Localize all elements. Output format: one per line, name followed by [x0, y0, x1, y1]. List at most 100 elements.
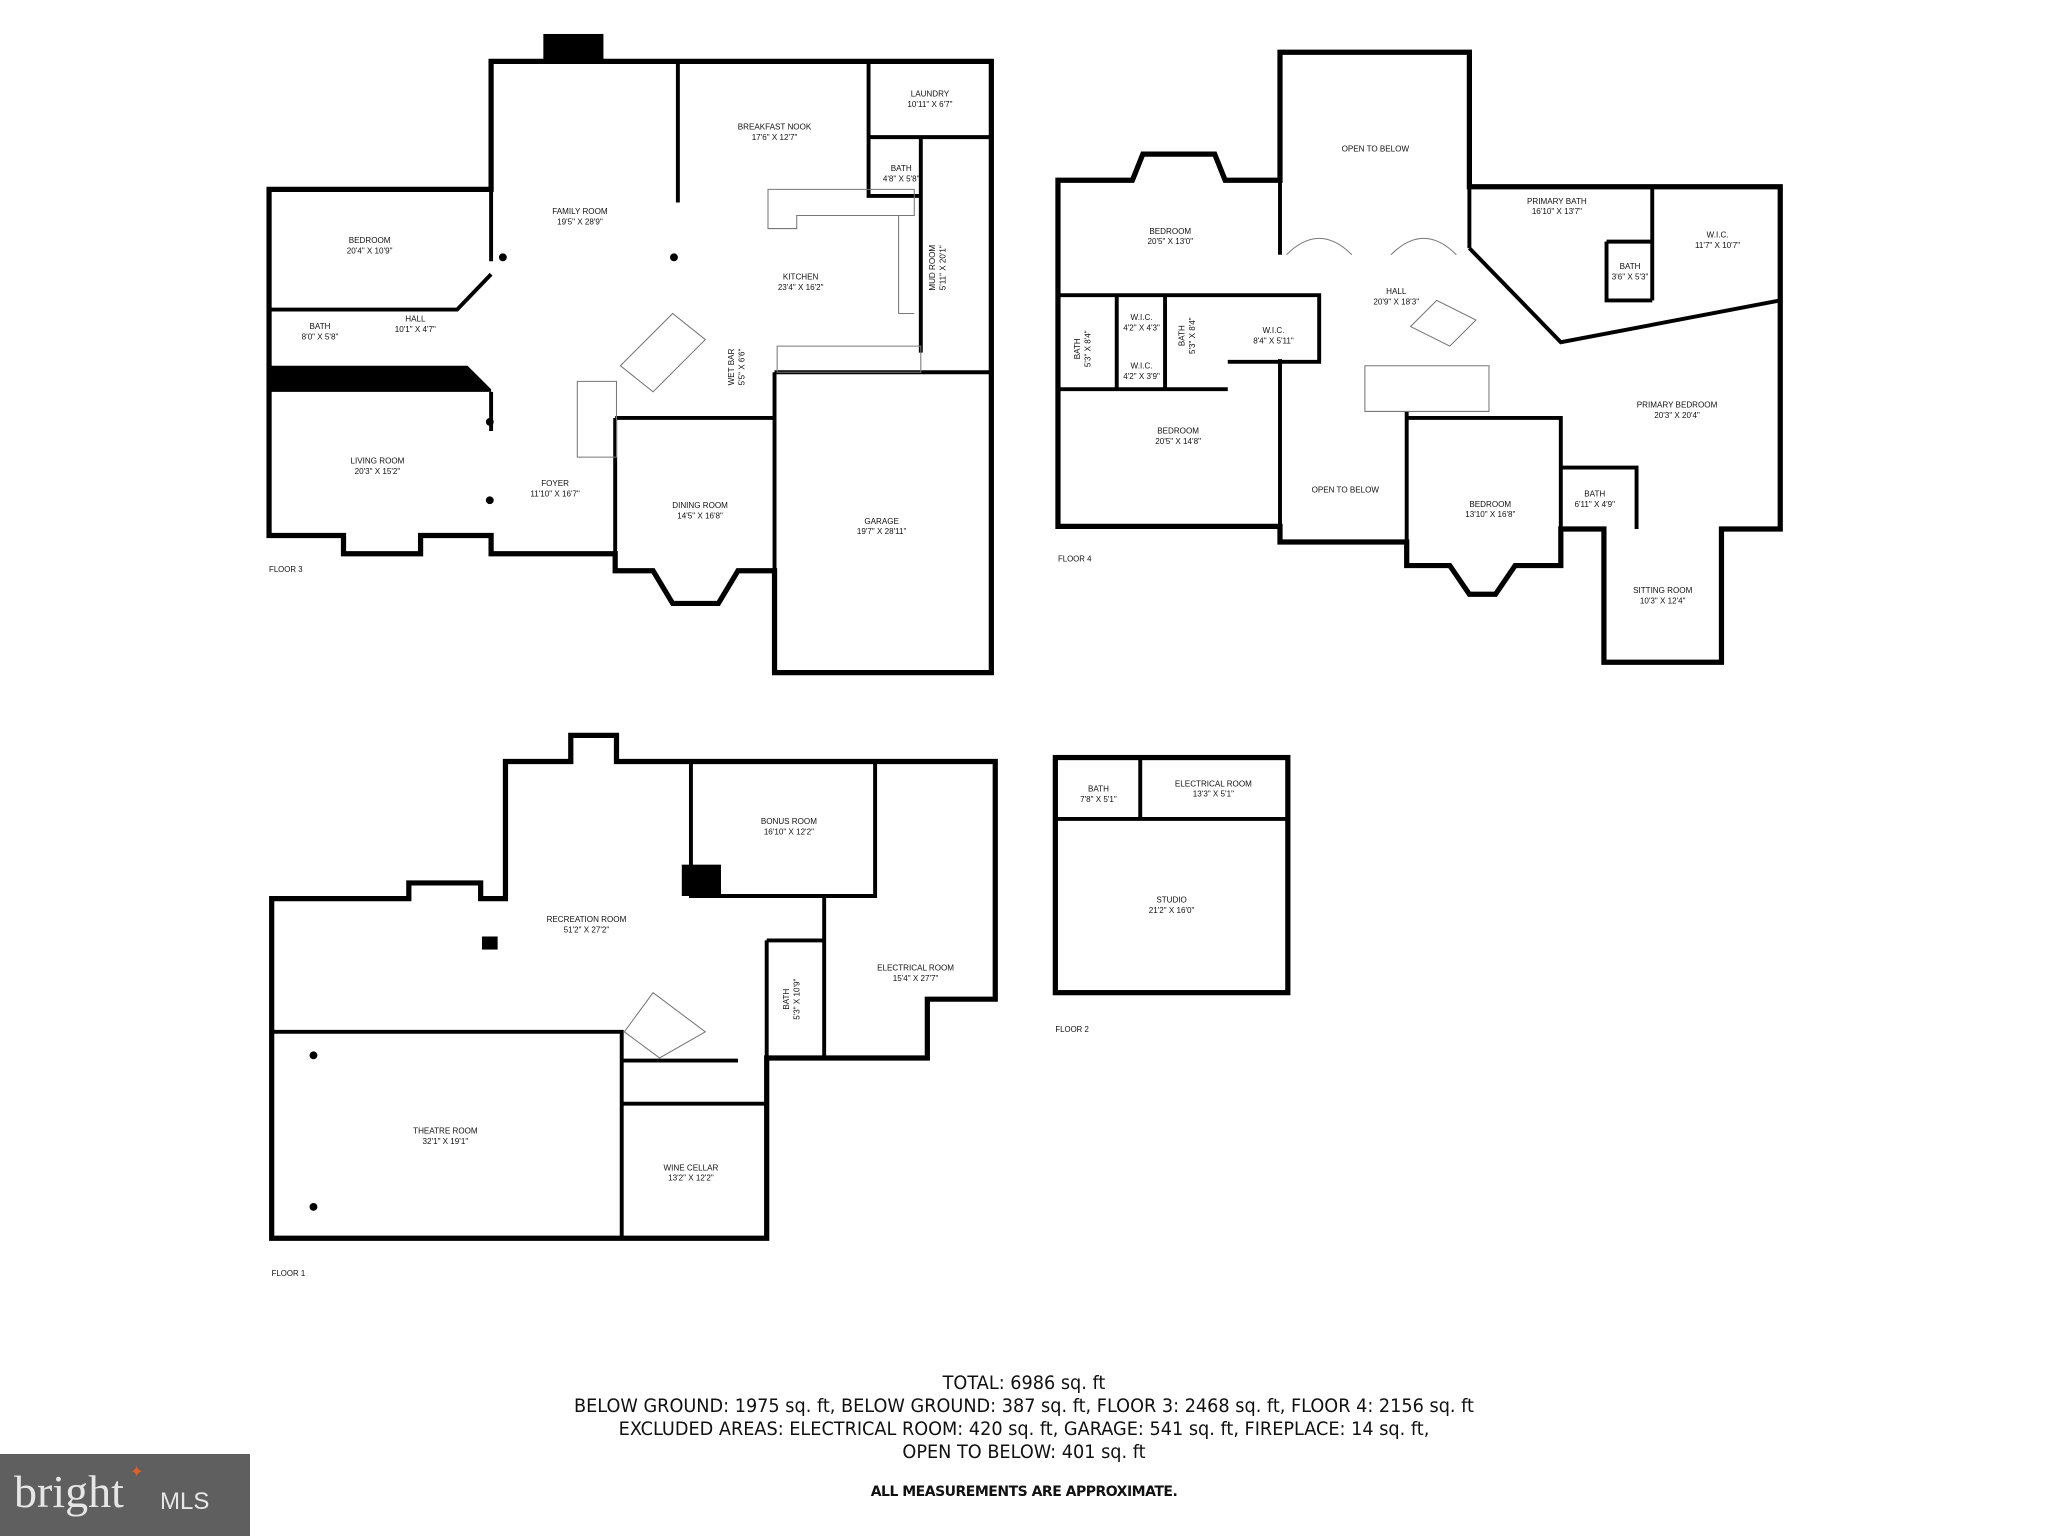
room-name: BEDROOM — [1469, 500, 1511, 509]
room-name: BONUS ROOM — [761, 817, 817, 826]
floor-3-plan: FLOOR 3 BREAKFAST NOOK 17'6" X 12'7" LAU… — [266, 33, 994, 676]
room-name: W.I.C. — [1707, 231, 1729, 240]
room-dims: 8'4" X 5'11" — [1253, 337, 1294, 346]
room-dims: 5'3" X 10'9" — [792, 978, 801, 1019]
room-name: ELECTRICAL ROOM — [877, 963, 954, 972]
room-dims: 13'3" X 5'1" — [1193, 790, 1234, 799]
room-dims: 17'6" X 12'7" — [752, 133, 798, 142]
room-dims: 7'8" X 5'1" — [1080, 795, 1117, 804]
room-name: BATH — [1178, 325, 1187, 346]
room-name: W.I.C. — [1131, 313, 1153, 322]
room-dims: 15'4" X 27'7" — [893, 974, 939, 983]
room-dims: 11'7" X 10'7" — [1695, 241, 1740, 250]
floor-label: FLOOR 4 — [1058, 555, 1092, 564]
bright-mls-logo: bright ✦ MLS — [0, 1454, 250, 1536]
room-name: BEDROOM — [1149, 227, 1191, 236]
room-name: OPEN TO BELOW — [1342, 145, 1410, 154]
room-dims: 10'1" X 4'7" — [395, 325, 436, 334]
room-name: STUDIO — [1156, 896, 1187, 905]
area-summary: TOTAL: 6986 sq. ft BELOW GROUND: 1975 sq… — [0, 1372, 2048, 1464]
room-name: WET BAR — [727, 349, 736, 386]
room-dims: 14'5" X 16'8" — [677, 512, 723, 521]
room-dims: 4'8" X 5'8" — [883, 175, 920, 184]
room-dims: 10'3" X 12'4" — [1640, 596, 1686, 605]
room-name: PRIMARY BEDROOM — [1637, 401, 1718, 410]
room-name: LIVING ROOM — [351, 457, 405, 466]
room-dims: 4'2" X 4'3" — [1123, 323, 1160, 332]
room-dims: 3'6" X 5'3" — [1612, 273, 1649, 282]
fireplace-icon — [543, 33, 604, 62]
floor-4-plan: FLOOR 4 OPEN TO BELOW BEDROOM 20'5" X 13… — [1055, 49, 1783, 665]
room-name: RECREATION ROOM — [547, 915, 627, 924]
room-dims: 4'2" X 3'9" — [1123, 372, 1160, 381]
room-name: BEDROOM — [1157, 427, 1199, 436]
room-dims: 5'11" X 20'1" — [939, 245, 948, 290]
room-dims: 20'4" X 10'9" — [347, 246, 393, 255]
room-name: KITCHEN — [783, 273, 819, 282]
room-name: BATH — [1088, 785, 1109, 794]
room-dims: 51'2" X 27'2" — [564, 926, 610, 935]
floor-2-plan: FLOOR 2 BATH 7'8" X 5'1" ELECTRICAL ROOM… — [1052, 754, 1291, 1034]
room-dims: 16'10" X 13'7" — [1532, 207, 1582, 216]
floor-label: FLOOR 3 — [269, 565, 303, 574]
room-labels-floor-3: BREAKFAST NOOK 17'6" X 12'7" LAUNDRY 10'… — [302, 90, 953, 537]
room-labels-floor-4: OPEN TO BELOW BEDROOM 20'5" X 13'0" PRIM… — [1073, 145, 1740, 606]
room-dims: 13'2" X 12'2" — [668, 1174, 714, 1183]
room-name: HALL — [405, 314, 426, 323]
room-name: BEDROOM — [349, 236, 391, 245]
room-dims: 19'5" X 28'9" — [557, 218, 603, 227]
room-dims: 19'7" X 28'11" — [857, 527, 907, 536]
logo-text: bright — [14, 1466, 124, 1517]
room-labels-floor-2: BATH 7'8" X 5'1" ELECTRICAL ROOM 13'3" X… — [1080, 779, 1252, 915]
room-name: GARAGE — [864, 517, 899, 526]
room-name: MUD ROOM — [928, 245, 937, 291]
room-name: W.I.C. — [1262, 326, 1284, 335]
room-name: HALL — [1386, 287, 1407, 296]
excluded-areas: EXCLUDED AREAS: ELECTRICAL ROOM: 420 sq.… — [618, 1418, 1430, 1440]
room-dims: 8'0" X 5'8" — [302, 333, 339, 342]
disclaimer: ALL MEASUREMENTS ARE APPROXIMATE. — [870, 1484, 1178, 1500]
room-name: LAUNDRY — [911, 90, 950, 99]
room-name: BATH — [782, 989, 791, 1010]
room-name: FOYER — [541, 479, 569, 488]
room-dims: 16'10" X 12'2" — [764, 828, 814, 837]
floor-label: FLOOR 2 — [1055, 1025, 1089, 1034]
mechanical-block — [681, 864, 721, 896]
room-dims: 20'5" X 14'8" — [1155, 437, 1201, 446]
room-dims: 5'3" X 8'4" — [1084, 330, 1093, 367]
room-name: BATH — [310, 322, 331, 331]
room-name: SITTING ROOM — [1633, 586, 1693, 595]
room-name: BATH — [891, 164, 912, 173]
floor-areas: BELOW GROUND: 1975 sq. ft, BELOW GROUND:… — [573, 1395, 1474, 1417]
room-dims: 20'3" X 15'2" — [355, 467, 401, 476]
room-name: PRIMARY BATH — [1527, 197, 1587, 206]
room-dims: 23'4" X 16'2" — [778, 283, 824, 292]
room-dims: 5'3" X 8'4" — [1188, 317, 1197, 354]
room-dims: 6'11" X 4'9" — [1574, 500, 1615, 509]
room-dims: 10'11" X 6'7" — [907, 100, 952, 109]
room-name: W.I.C. — [1131, 361, 1153, 370]
room-name: BREAKFAST NOOK — [738, 122, 812, 131]
room-dims: 20'5" X 13'0" — [1147, 237, 1193, 246]
room-name: BATH — [1620, 262, 1641, 271]
room-dims: 20'9" X 18'3" — [1373, 297, 1419, 306]
floor-1-plan: FLOOR 1 BONUS ROOM 16'10" X 12'2" RECREA… — [269, 732, 998, 1278]
room-labels-floor-1: BONUS ROOM 16'10" X 12'2" RECREATION ROO… — [413, 817, 954, 1183]
total-area: TOTAL: 6986 sq. ft — [942, 1372, 1106, 1394]
room-name: FAMILY ROOM — [552, 207, 608, 216]
open-to-below-area: OPEN TO BELOW: 401 sq. ft — [902, 1441, 1146, 1463]
floor-label: FLOOR 1 — [272, 1269, 306, 1278]
room-name: THEATRE ROOM — [413, 1127, 478, 1136]
column-block — [481, 936, 498, 950]
room-dims: 21'2" X 16'0" — [1149, 906, 1195, 915]
room-name: OPEN TO BELOW — [1312, 485, 1380, 494]
room-name: WINE CELLAR — [664, 1163, 719, 1172]
room-dims: 11'10" X 16'7" — [530, 489, 580, 498]
room-dims: 5'5" X 6'6" — [737, 349, 746, 386]
room-name: BATH — [1584, 489, 1605, 498]
room-name: BATH — [1073, 338, 1082, 359]
room-name: ELECTRICAL ROOM — [1175, 779, 1252, 788]
room-dims: 13'10" X 16'8" — [1465, 510, 1515, 519]
room-name: DINING ROOM — [672, 501, 728, 510]
